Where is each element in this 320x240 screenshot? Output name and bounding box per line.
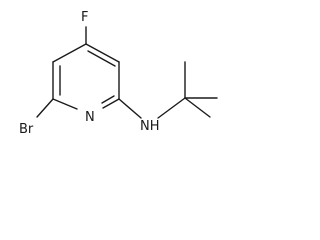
bond-nh-cq <box>157 97 186 119</box>
atom-label-ring-nitrogen: N <box>85 110 95 125</box>
bond-c6-br <box>36 98 54 118</box>
bond-lines <box>36 26 218 119</box>
bond-c4-c3-inner <box>87 50 116 67</box>
atom-label-bromine: Br <box>19 122 34 137</box>
bond-c2-n1-inner <box>101 95 115 104</box>
bond-c4-c3 <box>85 43 120 63</box>
bond-c2-nh <box>118 98 142 119</box>
bond-c5-c4 <box>52 43 87 63</box>
atom-label-fluorine: F <box>81 10 88 25</box>
bond-n1-c6 <box>52 98 78 110</box>
bond-cq-me3 <box>184 97 211 118</box>
molecule-structure: F Br N NH <box>19 10 218 137</box>
bond-c2-n1 <box>102 98 120 109</box>
atom-label-amine: NH <box>140 119 160 134</box>
